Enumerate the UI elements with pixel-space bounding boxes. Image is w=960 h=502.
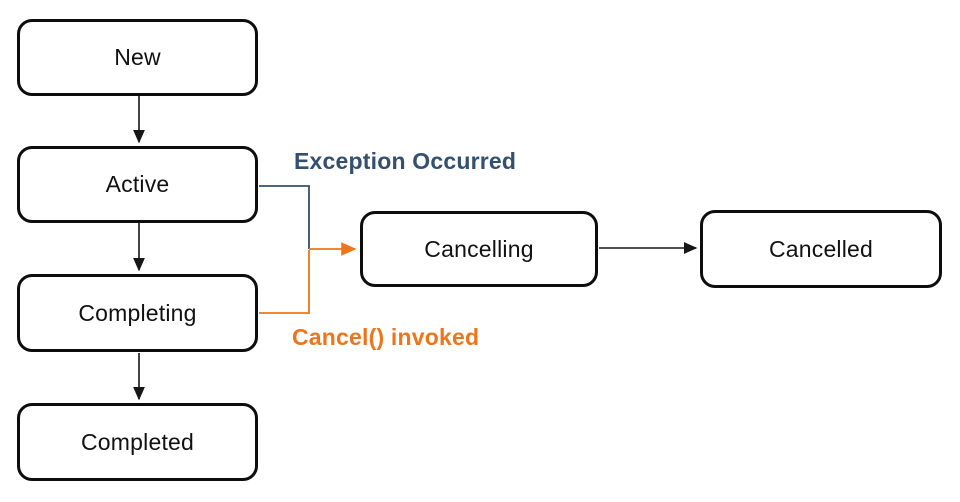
- edge-completing-cancel-elbow: [259, 250, 310, 314]
- state-label-new: New: [114, 44, 161, 70]
- state-label-cancelling: Cancelling: [424, 235, 534, 262]
- state-label-completed: Completed: [80, 428, 195, 455]
- state-label-completing: Completing: [78, 299, 197, 326]
- state-box-completing: Completing: [17, 274, 258, 352]
- state-box-cancelled: Cancelled: [700, 210, 942, 288]
- edge-active-exception-elbow: [259, 185, 310, 249]
- state-box-completed: Completed: [17, 403, 258, 481]
- edge-label-exception-occurred: Exception Occurred: [294, 148, 517, 174]
- state-label-active: Active: [105, 171, 170, 197]
- state-box-new: New: [17, 19, 258, 96]
- state-box-active: Active: [17, 146, 258, 223]
- edge-label-cancel-invoked: Cancel() invoked: [292, 324, 480, 350]
- state-label-cancelled: Cancelled: [768, 235, 874, 262]
- state-box-cancelling: Cancelling: [360, 211, 598, 287]
